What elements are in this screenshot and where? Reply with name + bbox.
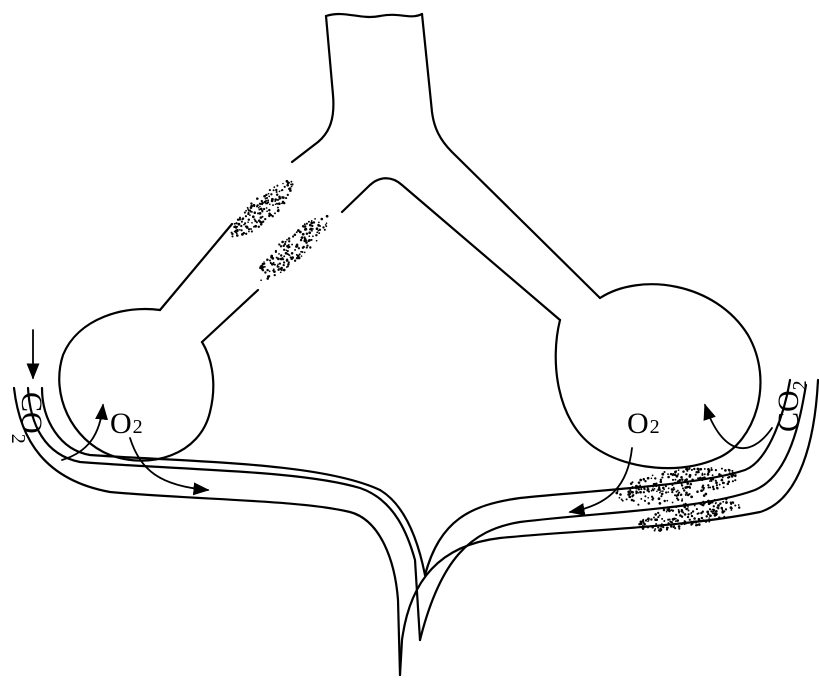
bronchial-tube	[158, 12, 602, 344]
left-alveolus	[58, 307, 215, 462]
capillary-mid-right	[418, 383, 808, 642]
capillary-outer-left	[12, 386, 402, 677]
bronchus-inner-left	[340, 177, 562, 322]
particles-right-capillary	[638, 498, 741, 532]
capillary-inner-left	[40, 386, 427, 577]
particles-bronchus-upper	[230, 179, 294, 238]
particles-bronchus-lower	[259, 214, 329, 282]
right-alveolus	[554, 283, 762, 470]
bronchus-left-inner	[200, 288, 260, 344]
co2-label-right: CO2	[772, 380, 811, 432]
o2-arrow-left	[129, 437, 210, 496]
trachea-right-wall	[420, 12, 602, 300]
trachea-top-edge	[324, 12, 424, 19]
o2-arrow-right	[568, 447, 633, 516]
o2-label-right: O2	[627, 407, 660, 440]
particles-right-alveolus	[615, 467, 737, 506]
bronchus-left-outer	[158, 222, 234, 312]
co2-label-left: CO2	[7, 392, 48, 444]
capillary-outer-right	[398, 378, 819, 677]
co2-arrow-left	[61, 403, 108, 461]
co2-arrow-right	[703, 403, 773, 449]
trachea-left-wall	[290, 14, 335, 164]
capillary-inner-right	[423, 378, 792, 577]
o2-label-left: O2	[110, 407, 143, 440]
capillary-mid-left	[26, 386, 422, 642]
